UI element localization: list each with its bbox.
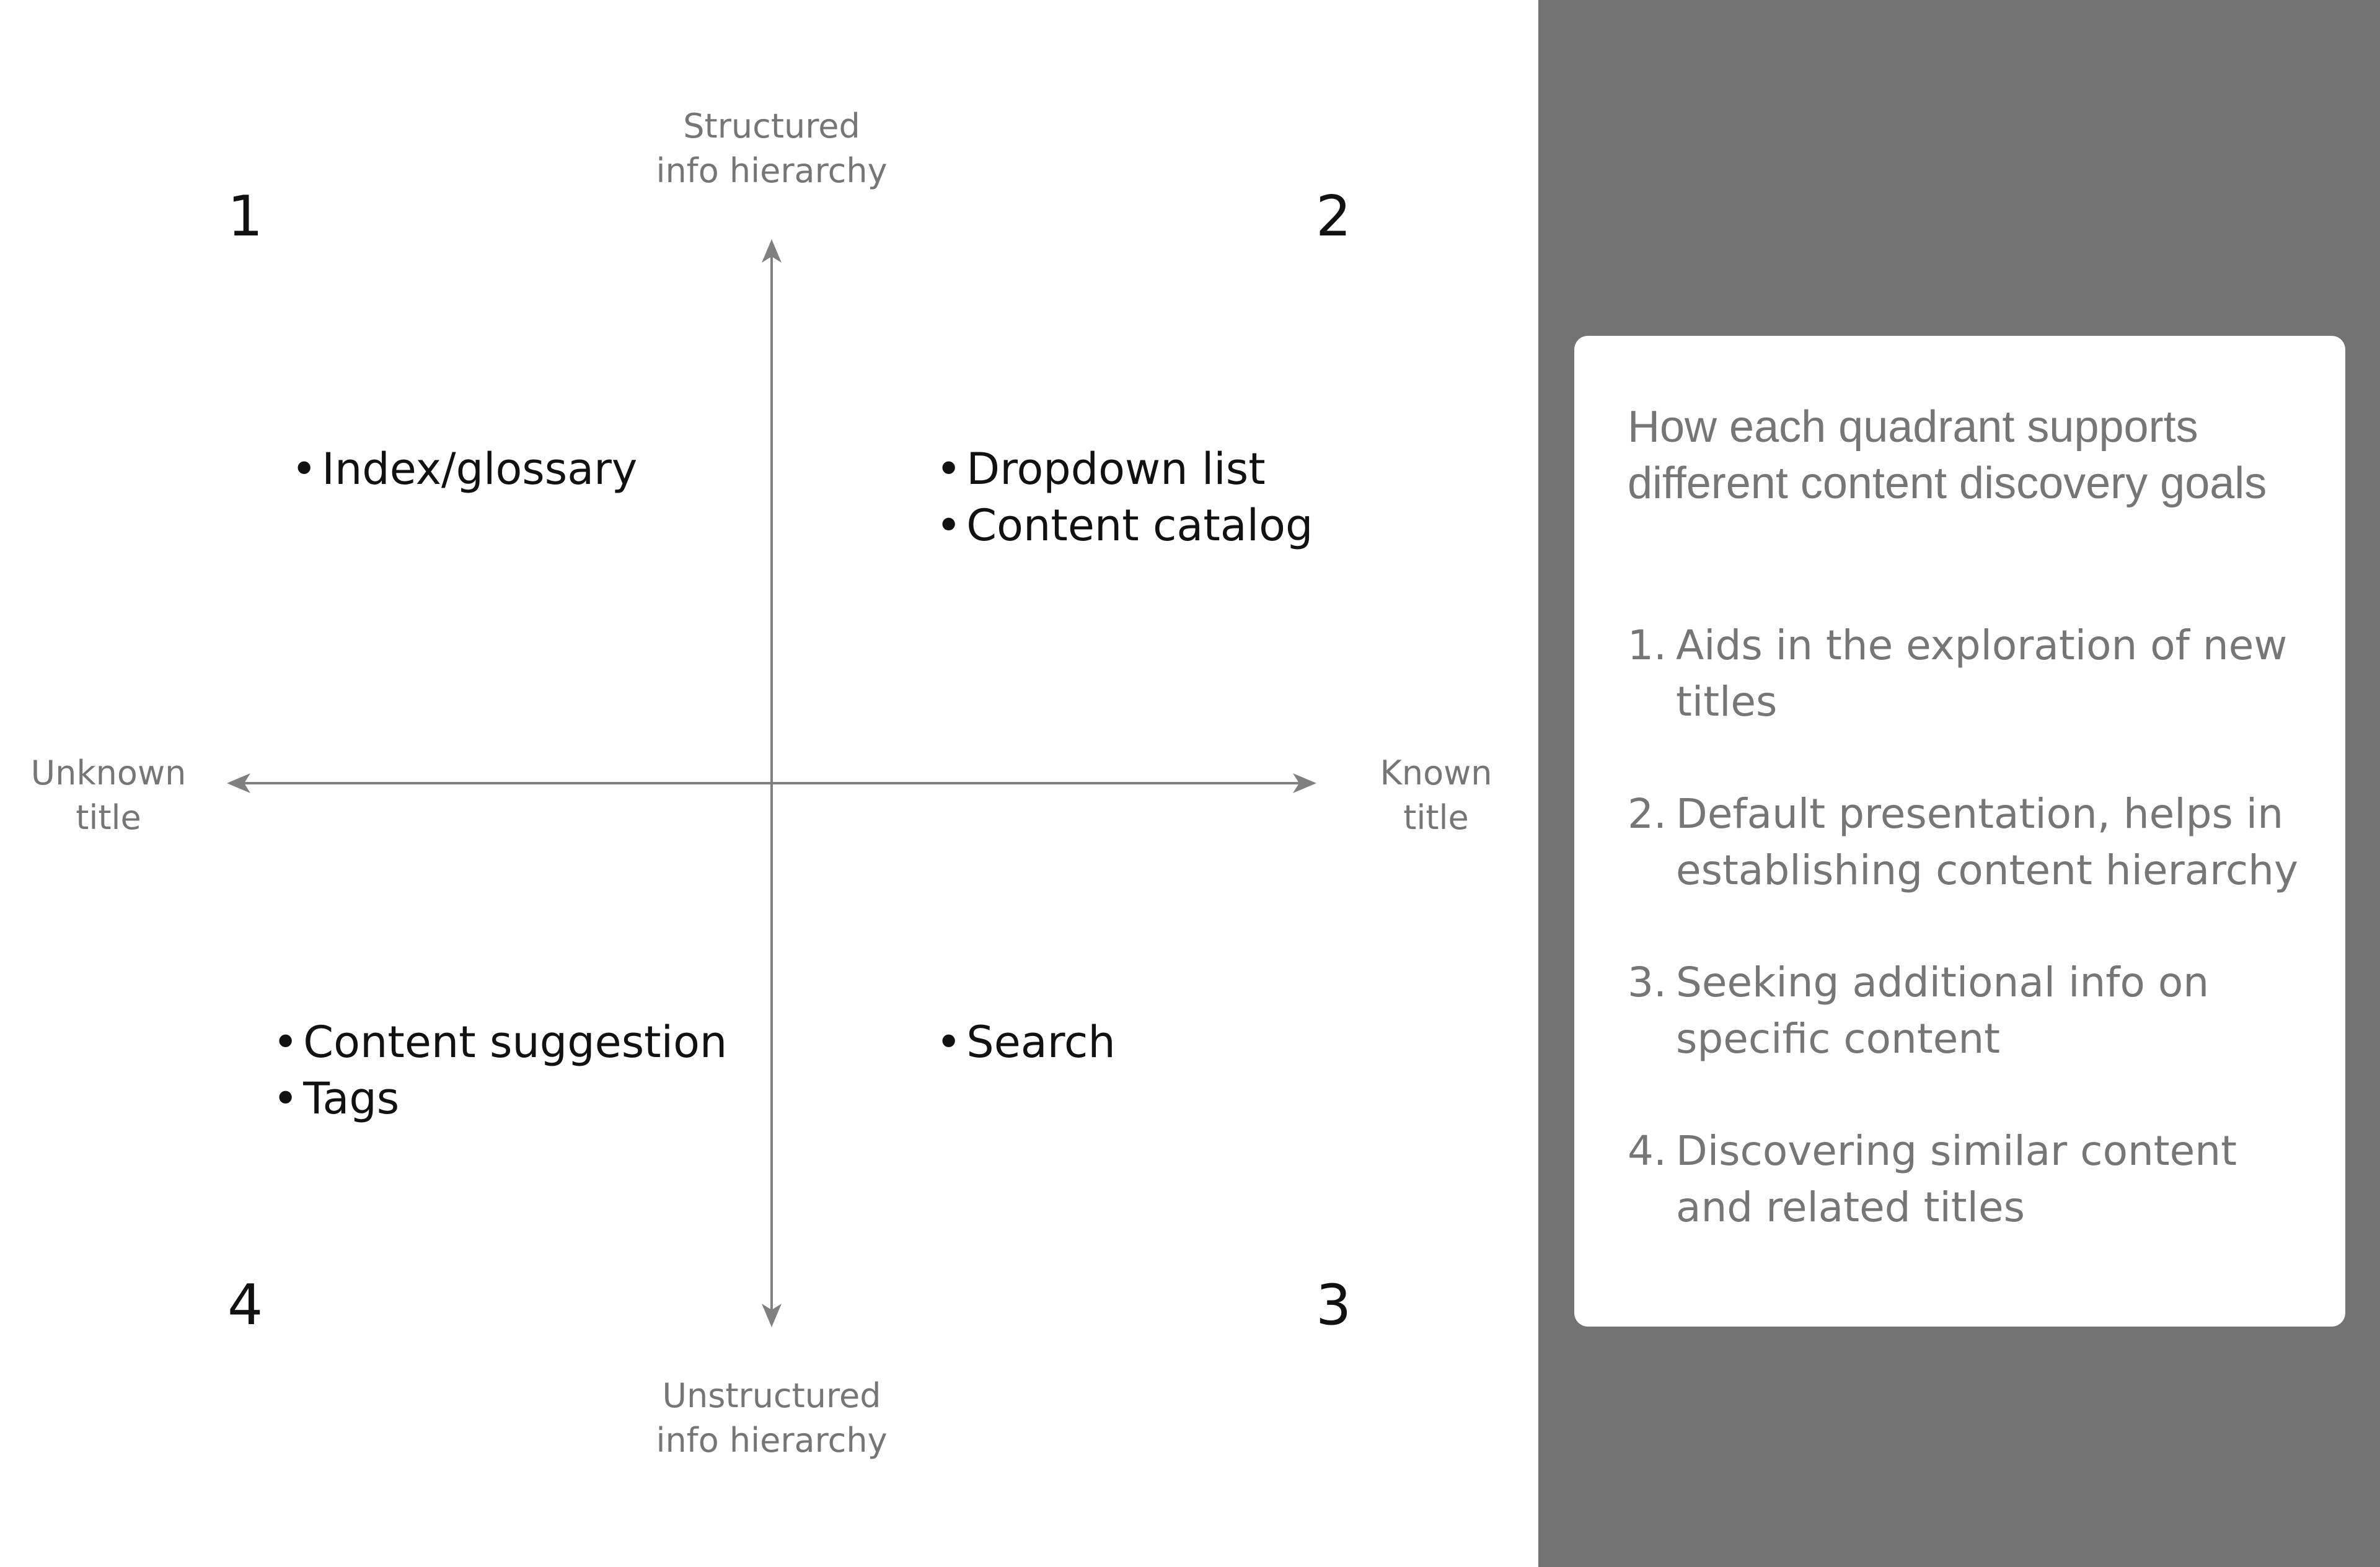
goal-text: Default presentation, helps in establish… [1676, 790, 2299, 894]
goal-item: 4.Discovering similar content and relate… [1628, 1123, 2320, 1236]
goal-text: Aids in the exploration of new titles [1676, 621, 2288, 726]
axis-label-right: Known title [1380, 753, 1492, 837]
quadrant-2-number: 2 [1316, 184, 1352, 249]
quadrant-2-items: Dropdown list Content catalog [936, 441, 1313, 554]
arrowhead-right [1293, 773, 1316, 793]
goal-number: 4. [1628, 1127, 1667, 1175]
quadrant-diagram: Structured info hierarchy Unstructured i… [0, 0, 1537, 1567]
axis-label-left: Unknown title [30, 753, 187, 837]
quadrant-3-items: Search [936, 1014, 1116, 1071]
axis-label-bottom: Unstructured info hierarchy [656, 1376, 888, 1460]
goal-number: 2. [1628, 790, 1667, 838]
axis-label-top: Structured info hierarchy [656, 107, 888, 190]
quadrant-1-number: 1 [227, 184, 263, 249]
quadrant-item: Index/glossary [291, 441, 637, 498]
quadrant-3-number: 3 [1316, 1273, 1352, 1338]
goals-list: 1.Aids in the exploration of new titles … [1628, 617, 2320, 1236]
quadrant-item: Content catalog [936, 498, 1313, 554]
goal-item: 3.Seeking additional info on specific co… [1628, 954, 2320, 1067]
goal-text: Discovering similar content and related … [1676, 1127, 2237, 1231]
quadrant-item: Search [936, 1014, 1116, 1071]
arrowhead-down [762, 1304, 782, 1327]
quadrant-4-items: Content suggestion Tags [273, 1014, 727, 1127]
goal-number: 1. [1628, 621, 1667, 669]
info-card: How each quadrant supports different con… [1574, 336, 2345, 1327]
goal-number: 3. [1628, 959, 1667, 1006]
goal-item: 1.Aids in the exploration of new titles [1628, 617, 2320, 730]
goal-item: 2.Default presentation, helps in establi… [1628, 786, 2320, 898]
arrowhead-left [227, 773, 250, 793]
arrowhead-up [762, 239, 782, 263]
quadrant-1-items: Index/glossary [291, 441, 637, 498]
axes [227, 239, 1316, 1327]
quadrant-item: Dropdown list [936, 441, 1313, 498]
quadrant-item: Tags [273, 1071, 727, 1127]
quadrant-item: Content suggestion [273, 1014, 727, 1071]
card-title: How each quadrant supports different con… [1628, 402, 2267, 508]
quadrant-4-number: 4 [227, 1273, 263, 1338]
goal-text: Seeking additional info on specific cont… [1676, 959, 2210, 1063]
